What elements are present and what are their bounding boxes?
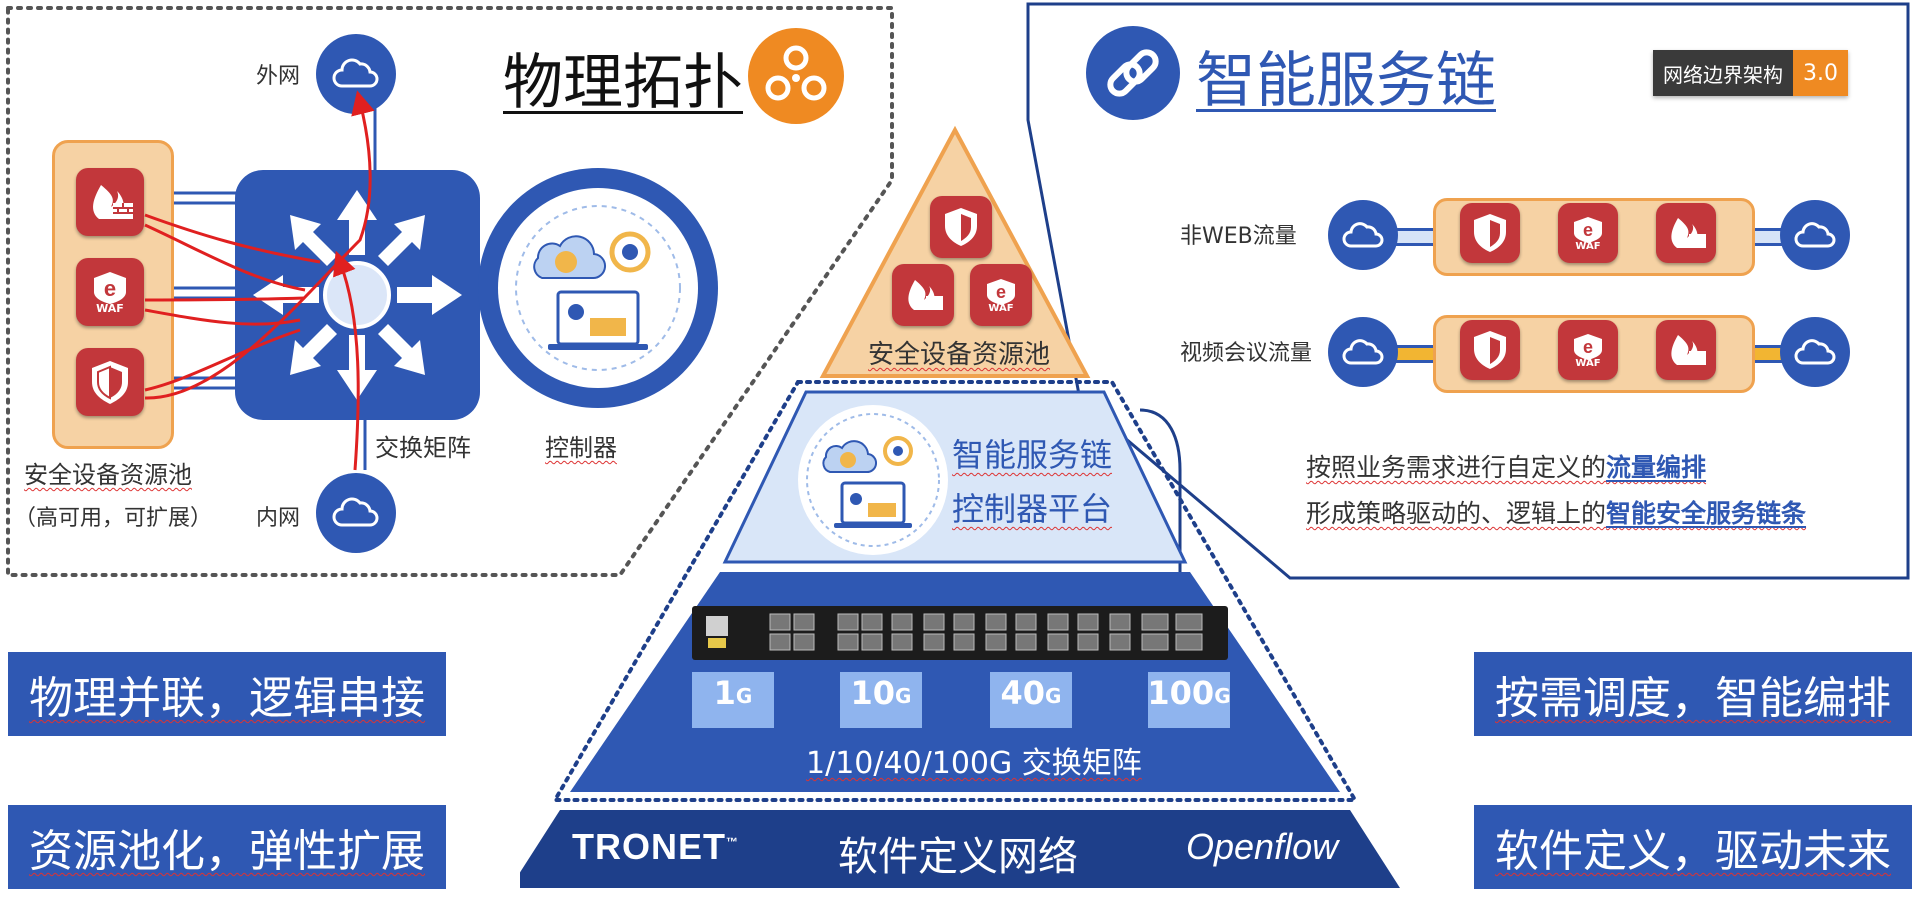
inner-net-label: 内网 [256, 506, 301, 531]
flow-label-video: 视频会议流量 [1180, 341, 1313, 366]
firewall-icon [1671, 335, 1706, 365]
controller-platform-line2: 控制器平台 [952, 490, 1113, 528]
waf-icon: e [1574, 333, 1602, 360]
sdn-label: 软件定义网络 [838, 834, 1078, 880]
slogan-right-bottom: 软件定义，驱动未来 [1474, 805, 1912, 889]
controller-platform-line1: 智能服务链 [952, 436, 1113, 474]
cloud-icon [1794, 339, 1836, 365]
flow2-firewall-device[interactable] [1656, 320, 1716, 380]
switch-label: 交换矩阵 [375, 434, 471, 462]
topology-icon [748, 28, 844, 124]
switch-hardware [692, 606, 1228, 660]
svg-text:e: e [104, 276, 116, 301]
waf-icon: e [1574, 216, 1602, 243]
pyramid-waf-device[interactable]: e WAF [970, 264, 1032, 326]
flow-source-cloud[interactable] [1328, 200, 1398, 270]
cloud-icon [1342, 222, 1384, 248]
controller[interactable] [478, 168, 718, 408]
shield-icon [92, 361, 128, 404]
firewall-icon [1671, 218, 1706, 248]
svg-text:e: e [996, 282, 1006, 302]
traffic-path [144, 90, 375, 471]
badge-version: 3.0 [1793, 50, 1848, 96]
page-title-topology: 物理拓扑 [503, 48, 743, 118]
controller-label: 控制器 [545, 434, 617, 462]
link-icon [1086, 26, 1180, 120]
flow2-waf-device[interactable]: e WAF [1558, 320, 1618, 380]
flow2-shield-device[interactable] [1460, 320, 1520, 380]
right-panel-frame [1026, 2, 1910, 590]
waf-icon: e [94, 271, 126, 304]
service-desc-line2: 形成策略驱动的、逻辑上的智能安全服务链条 [1306, 499, 1807, 528]
firewall-icon [93, 185, 133, 219]
shield-icon [1474, 214, 1506, 252]
architecture-badge: 网络边界架构 3.0 [1653, 50, 1848, 96]
page-title-service-chain: 智能服务链 [1196, 46, 1496, 116]
flow-dest-cloud[interactable] [1780, 317, 1850, 387]
controller-icon [515, 205, 681, 371]
outer-net-label: 外网 [256, 64, 301, 89]
tronet-logo: TRONET™ [572, 826, 739, 867]
shield-device[interactable] [76, 348, 144, 416]
flow-source-cloud[interactable] [1328, 317, 1398, 387]
shield-icon [945, 208, 977, 246]
firewall-device[interactable] [76, 168, 144, 236]
cloud-icon [332, 58, 379, 88]
badge-text: 网络边界架构 [1653, 50, 1793, 96]
controller-platform-icon [798, 405, 948, 555]
service-desc-line1: 按照业务需求进行自定义的流量编排 [1306, 453, 1707, 482]
cloud-icon [1342, 339, 1384, 365]
shield-icon [1474, 331, 1506, 369]
slogan-left-top: 物理并联，逻辑串接 [8, 652, 446, 736]
pyramid-top-label: 安全设备资源池 [868, 340, 1051, 370]
pool-sublabel: （高可用，可扩展） [14, 506, 213, 531]
pyramid-firewall-device[interactable] [892, 264, 954, 326]
cloud-icon [1794, 222, 1836, 248]
slogan-right-top: 按需调度，智能编排 [1474, 652, 1912, 736]
switch-matrix-label: 1/10/40/100G 交换矩阵 [806, 746, 1142, 781]
flow-label-non-web: 非WEB流量 [1180, 224, 1297, 249]
flow1-waf-device[interactable]: e WAF [1558, 203, 1618, 263]
openflow-logo: Openflow [1186, 826, 1339, 867]
slogan-left-bottom: 资源池化，弹性扩展 [8, 805, 446, 889]
svg-text:e: e [1583, 337, 1593, 357]
flow-dest-cloud[interactable] [1780, 200, 1850, 270]
left-panel-frame [6, 6, 894, 577]
flow1-firewall-device[interactable] [1656, 203, 1716, 263]
pool-label: 安全设备资源池 [24, 461, 192, 489]
pyramid-shield-device[interactable] [930, 196, 992, 258]
inner-net-cloud[interactable] [316, 473, 396, 553]
waf-icon: e [987, 278, 1015, 305]
cloud-icon [332, 497, 379, 527]
svg-text:e: e [1583, 220, 1593, 240]
waf-device[interactable]: e WAF [76, 258, 144, 326]
flow1-shield-device[interactable] [1460, 203, 1520, 263]
firewall-icon [908, 280, 943, 310]
